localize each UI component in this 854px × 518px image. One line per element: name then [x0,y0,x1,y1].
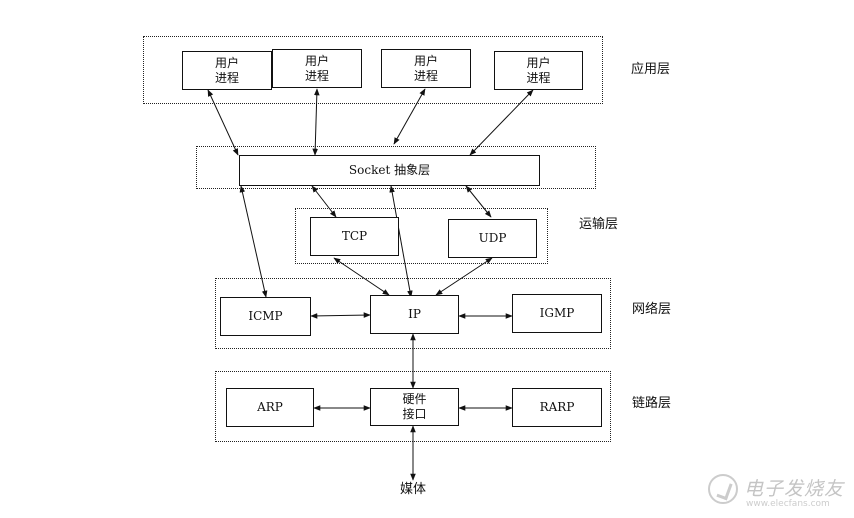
user-process-2-box: 用户 进程 [272,49,362,88]
watermark-url: www.elecfans.com [746,499,830,509]
hardware-interface-box: 硬件 接口 [370,388,459,426]
watermark-text: 电子发烧友 [744,478,845,500]
arrow-tcp-ip [333,257,390,296]
udp-box: UDP [448,219,537,258]
arp-box: ARP [226,388,314,427]
icmp-box: ICMP [220,297,311,336]
arrow-icmp-ip [310,312,371,319]
user-process-3-box: 用户 进程 [381,49,471,88]
ip-box: IP [370,295,459,334]
media-label: 媒体 [400,482,427,497]
socket-abstraction-box: Socket 抽象层 [239,155,540,186]
transport-layer-band [295,208,548,264]
rarp-box: RARP [512,388,602,427]
arrow-process4-socket [469,89,534,156]
user-process-1-box: 用户 进程 [182,51,272,90]
network-layer-label: 网络层 [632,302,672,317]
watermark-check-icon [708,474,738,504]
tcp-box: TCP [310,217,399,256]
igmp-box: IGMP [512,294,602,333]
arrow-process3-socket [393,88,426,145]
application-layer-band [143,36,603,104]
user-process-4-box: 用户 进程 [494,51,583,90]
arrow-socket-icmp [239,185,268,298]
arrow-process1-socket [207,89,239,156]
watermark-logo: 电子发烧友 www.elecfans.com [708,470,850,512]
arrow-socket-ip [389,185,413,298]
arrow-process2-socket [312,88,320,156]
application-layer-label: 应用层 [631,62,671,77]
arrow-socket-udp [465,185,492,218]
arrow-udp-ip [435,257,493,296]
link-layer-label: 链路层 [632,396,672,411]
transport-layer-label: 运输层 [579,217,619,232]
arrow-socket-tcp [311,185,337,218]
